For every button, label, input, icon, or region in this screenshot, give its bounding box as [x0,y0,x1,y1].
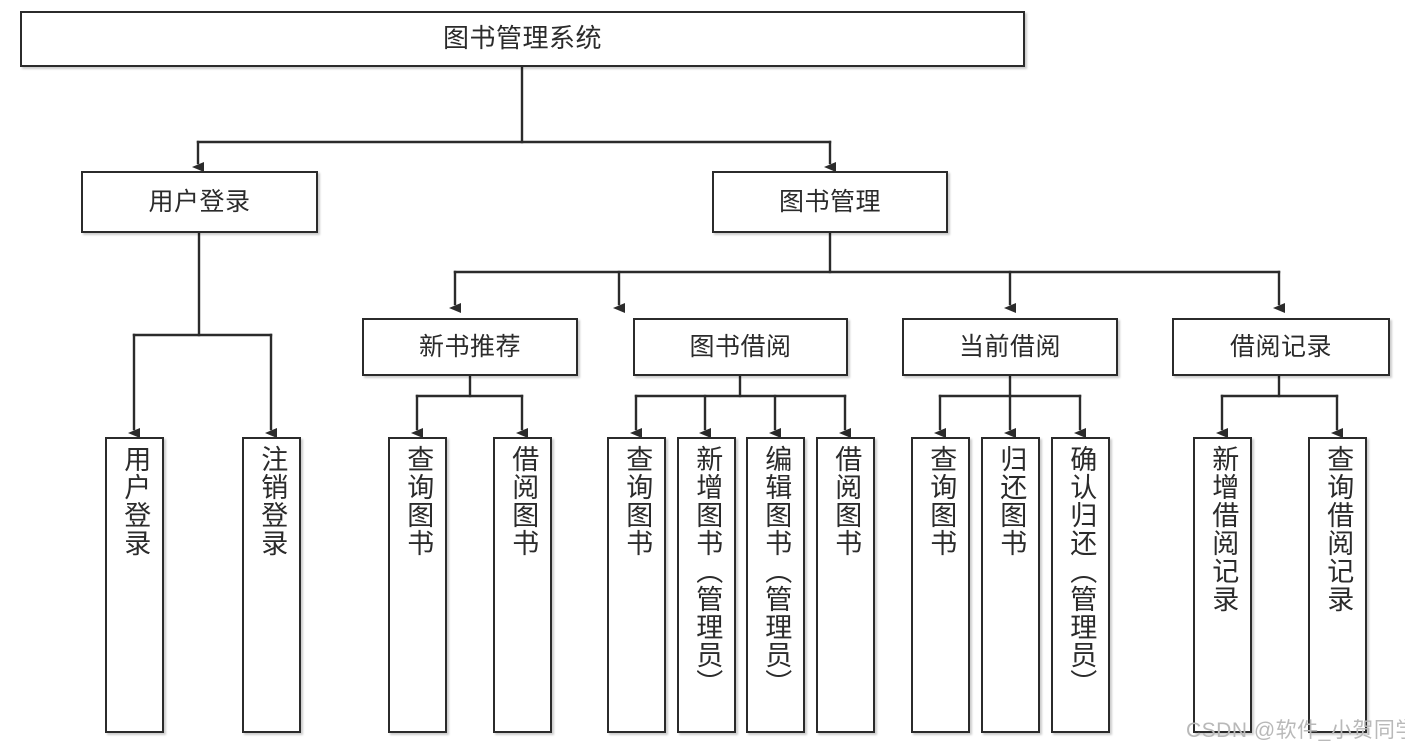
node-label: 编辑图书（管理员） [761,445,792,697]
node-label: 归还图书 [996,445,1027,557]
node-label: 图书借阅 [689,333,792,361]
node-leaf-return-book[interactable]: 归还图书 [981,437,1040,733]
node-leaf-query-borrow-record[interactable]: 查询借阅记录 [1308,437,1367,733]
node-label: 图书管理 [778,188,881,216]
node-label: 查询图书 [926,445,957,557]
node-leaf-confirm-return-admin[interactable]: 确认归还（管理员） [1051,437,1110,733]
node-label: 当前借阅 [958,333,1061,361]
node-leaf-query-book-borrow[interactable]: 查询图书 [607,437,666,733]
node-leaf-borrow-book[interactable]: 借阅图书 [816,437,875,733]
node-label: 新增借阅记录 [1208,445,1239,613]
node-leaf-logout[interactable]: 注销登录 [242,437,301,733]
node-leaf-query-book-current[interactable]: 查询图书 [911,437,970,733]
node-label: 注销登录 [257,445,288,557]
node-leaf-add-borrow-record[interactable]: 新增借阅记录 [1193,437,1252,733]
node-current-borrow[interactable]: 当前借阅 [902,318,1118,376]
node-leaf-user-login[interactable]: 用户登录 [105,437,164,733]
node-label: 借阅图书 [508,445,539,557]
node-leaf-query-book-newbook[interactable]: 查询图书 [388,437,447,733]
node-label: 用户登录 [120,445,151,557]
node-label: 确认归还（管理员） [1066,445,1097,697]
node-label: 新增图书（管理员） [692,445,723,697]
node-leaf-borrow-book-newbook[interactable]: 借阅图书 [493,437,552,733]
node-label: 图书管理系统 [442,23,602,54]
node-label: 借阅记录 [1229,333,1332,361]
node-borrow-record[interactable]: 借阅记录 [1172,318,1390,376]
node-leaf-add-book-admin[interactable]: 新增图书（管理员） [677,437,736,733]
node-label: 查询借阅记录 [1323,445,1354,613]
node-label: 查询图书 [622,445,653,557]
node-root-system[interactable]: 图书管理系统 [20,11,1025,67]
node-user-login[interactable]: 用户登录 [81,171,318,233]
node-label: 借阅图书 [831,445,862,557]
node-label: 用户登录 [148,188,251,216]
watermark-text: CSDN @软件_小贺同学 [1186,719,1405,742]
node-book-management[interactable]: 图书管理 [712,171,948,233]
node-book-borrow[interactable]: 图书借阅 [633,318,848,376]
node-leaf-edit-book-admin[interactable]: 编辑图书（管理员） [746,437,805,733]
node-label: 新书推荐 [418,333,521,361]
node-label: 查询图书 [403,445,434,557]
node-new-book-recommend[interactable]: 新书推荐 [362,318,578,376]
